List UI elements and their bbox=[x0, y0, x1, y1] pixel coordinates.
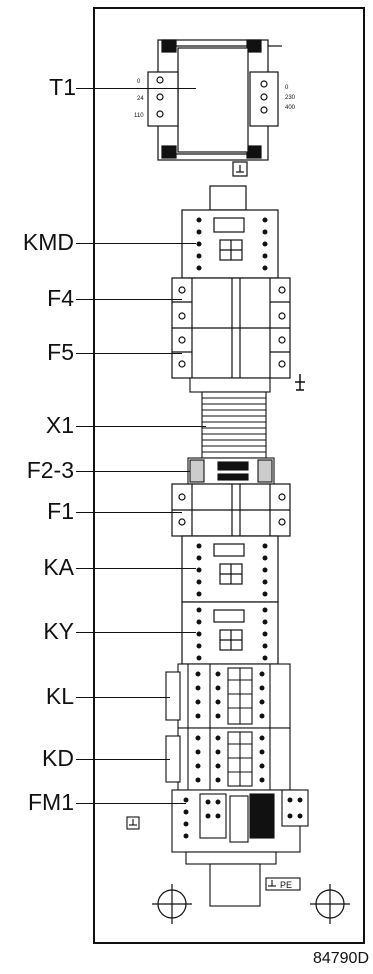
earth-symbol-small bbox=[126, 816, 140, 830]
drawing-number: 84790D bbox=[312, 950, 369, 967]
transformer-left-tap-3: 110 bbox=[134, 113, 144, 119]
earth-symbol bbox=[295, 374, 305, 391]
leader-f5 bbox=[76, 353, 182, 354]
mounting-hole-right bbox=[310, 884, 350, 924]
transformer-right-tap-2: 230 bbox=[285, 95, 296, 101]
motor-protector-fm1 bbox=[171, 789, 309, 907]
pe-label: PE bbox=[280, 880, 292, 890]
rail-cap-top bbox=[209, 185, 247, 211]
label-f5: F5 bbox=[47, 339, 74, 365]
leader-x1 bbox=[76, 426, 206, 427]
leader-kl bbox=[76, 697, 170, 698]
contactor-ka bbox=[181, 535, 279, 603]
leader-ky bbox=[76, 632, 196, 633]
transformer-right-tap-3: 400 bbox=[285, 105, 296, 111]
label-kd: KD bbox=[42, 745, 74, 771]
label-kl: KL bbox=[45, 683, 74, 709]
leader-f1 bbox=[76, 512, 182, 513]
leader-t1 bbox=[76, 88, 196, 89]
contactor-kmd bbox=[181, 209, 279, 279]
mounting-hole-left bbox=[152, 884, 192, 924]
contactor-ky bbox=[181, 601, 279, 665]
breaker-f1 bbox=[171, 483, 291, 537]
leader-kd bbox=[76, 759, 170, 760]
label-t1: T1 bbox=[49, 74, 76, 100]
label-fm1: FM1 bbox=[28, 789, 74, 815]
label-x1: X1 bbox=[45, 412, 74, 438]
leader-fm1 bbox=[76, 803, 186, 804]
fuse-block-f2-3 bbox=[187, 457, 275, 485]
label-f1: F1 bbox=[47, 498, 74, 524]
label-f2-3: F2-3 bbox=[26, 457, 74, 483]
label-kmd: KMD bbox=[22, 229, 74, 255]
transformer-t1 bbox=[147, 39, 282, 177]
label-ka: KA bbox=[43, 554, 74, 580]
leader-f2-3 bbox=[76, 471, 190, 472]
terminal-strip-x1 bbox=[189, 377, 271, 459]
transformer-right-tap-1: 0 bbox=[285, 85, 289, 91]
relay-kd bbox=[165, 727, 291, 791]
label-ky: KY bbox=[43, 618, 74, 644]
leader-ka bbox=[76, 568, 196, 569]
transformer-left-tap-2: 24 bbox=[137, 96, 144, 102]
breaker-block-f4-f5 bbox=[171, 277, 291, 379]
label-f4: F4 bbox=[47, 285, 74, 311]
transformer-left-tap-1: 0 bbox=[137, 79, 141, 85]
leader-kmd bbox=[76, 243, 196, 244]
pe-terminal bbox=[265, 877, 301, 891]
relay-kl bbox=[165, 663, 291, 729]
leader-f4 bbox=[76, 299, 182, 300]
